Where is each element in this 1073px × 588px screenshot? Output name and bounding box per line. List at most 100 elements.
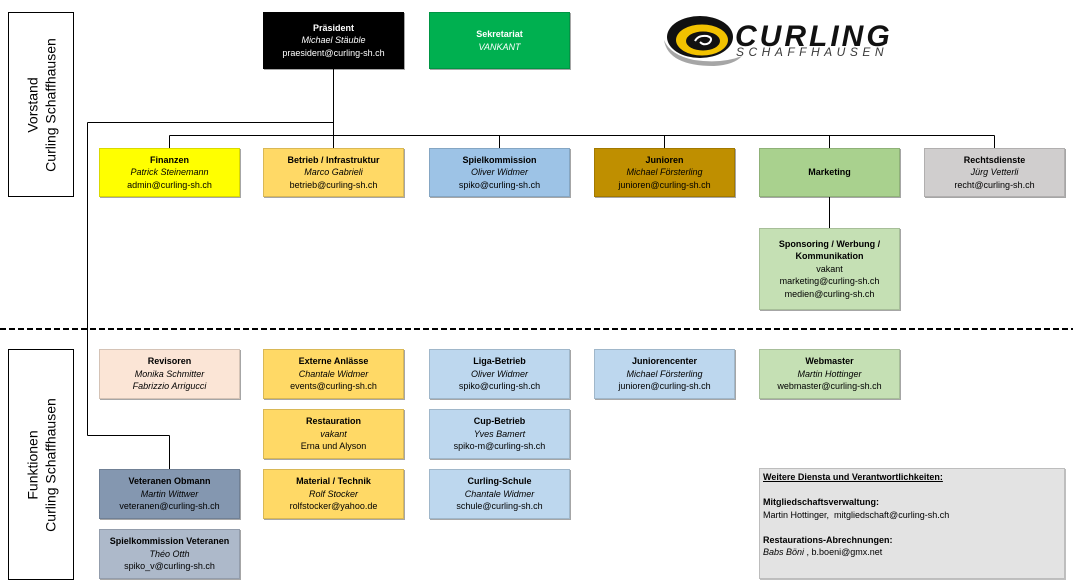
spielkommission-veteranen-title: Spielkommission Veteranen xyxy=(109,536,230,547)
juniorencenter-person: Michael Försterling xyxy=(626,368,703,379)
restaurations-abrechnungen-label: Restaurations-Abrechnungen: xyxy=(763,534,893,545)
liga-betrieb-email: spiko@curling-sh.ch xyxy=(458,381,541,392)
junioren-title: Junioren xyxy=(645,154,684,165)
juniorencenter-title: Juniorencenter xyxy=(631,356,698,367)
material-technik-person: Rolf Stocker xyxy=(308,488,359,499)
box-sekretariat: Sekretariat VANKANT xyxy=(429,12,570,69)
rechtsdienste-title: Rechtsdienste xyxy=(963,154,1026,165)
curling-schule-email: schule@curling-sh.ch xyxy=(456,501,543,512)
revisoren-person-1: Monika Schmitter xyxy=(134,368,205,379)
junioren-email: junioren@curling-sh.ch xyxy=(618,179,711,190)
material-technik-title: Material / Technik xyxy=(296,476,371,487)
logo-spiral xyxy=(694,34,713,46)
betrieb-person: Marco Gabrieli xyxy=(304,167,363,178)
cup-betrieb-person: Yves Bamert xyxy=(473,428,526,439)
box-liga-betrieb: Liga-Betrieb Oliver Widmer spiko@curling… xyxy=(429,349,570,399)
weitere-heading: Weitere Diensta und Verantwortlichkeiten… xyxy=(763,472,943,482)
box-spielkommission: Spielkommission Oliver Widmer spiko@curl… xyxy=(429,148,570,197)
webmaster-person: Martin Hottinger xyxy=(797,368,862,379)
sekretariat-title: Sekretariat xyxy=(476,29,523,39)
box-material-technik: Material / Technik Rolf Stocker rolfstoc… xyxy=(263,469,404,519)
box-externe-anlaesse: Externe Anlässe Chantale Widmer events@c… xyxy=(263,349,404,399)
finanzen-title: Finanzen xyxy=(149,154,189,165)
revisoren-title: Revisoren xyxy=(147,356,192,367)
spielkommission-title: Spielkommission xyxy=(462,154,537,165)
curling-schaffhausen-logo: CURLING SCHAFFHAUSEN xyxy=(662,10,902,72)
box-webmaster: Webmaster Martin Hottinger webmaster@cur… xyxy=(759,349,900,399)
restaurations-abrechnungen-value: Babs Böni , b.boeni@gmx.net xyxy=(763,546,1061,559)
veteranen-obmann-title: Veteranen Obmann xyxy=(128,476,211,487)
spielkommission-veteranen-person: Théo Otth xyxy=(149,548,190,559)
externe-anlaesse-title: Externe Anlässe xyxy=(298,356,369,367)
finanzen-person: Patrick Steinemann xyxy=(130,167,209,178)
junioren-person: Michael Försterling xyxy=(626,167,703,178)
spielkommission-email: spiko@curling-sh.ch xyxy=(458,179,541,190)
spacer xyxy=(763,484,1061,497)
logo-wordmark: CURLING xyxy=(735,19,893,53)
webmaster-title: Webmaster xyxy=(805,356,854,367)
curling-schule-title: Curling-Schule xyxy=(467,476,532,487)
box-veteranen-obmann: Veteranen Obmann Martin Wittwer veterane… xyxy=(99,469,240,519)
spielkommission-person: Oliver Widmer xyxy=(471,167,528,178)
box-rechtsdienste: Rechtsdienste Jürg Vetterli recht@curlin… xyxy=(924,148,1065,197)
box-spielkommission-veteranen: Spielkommission Veteranen Théo Otth spik… xyxy=(99,529,240,579)
praesident-title: Präsident xyxy=(312,22,354,33)
side-label-funktionen: Funktionen Curling Schaffhausen xyxy=(8,349,74,580)
externe-anlaesse-person: Chantale Widmer xyxy=(298,368,369,379)
praesident-person: Michael Stäuble xyxy=(301,35,366,46)
weitere-dienste-box: Weitere Diensta und Verantwortlichkeiten… xyxy=(759,468,1065,579)
marketing-title: Marketing xyxy=(808,167,851,178)
side-label-funktionen-text: Funktionen Curling Schaffhausen xyxy=(9,350,73,579)
box-marketing: Marketing xyxy=(759,148,900,197)
spacer xyxy=(763,521,1061,534)
box-cup-betrieb: Cup-Betrieb Yves Bamert spiko-m@curling-… xyxy=(429,409,570,459)
liga-betrieb-person: Oliver Widmer xyxy=(471,368,528,379)
curling-schule-person: Chantale Widmer xyxy=(464,488,535,499)
sponsoring-person: vakant xyxy=(816,263,843,274)
side-label-funktionen-line2: Curling Schaffhausen xyxy=(42,397,58,532)
box-restauration: Restauration vakant Erna und Alyson xyxy=(263,409,404,459)
curling-stone-icon xyxy=(664,16,742,66)
restauration-detail: Erna und Alyson xyxy=(300,441,367,452)
box-revisoren: Revisoren Monika Schmitter Fabrizzio Arr… xyxy=(99,349,240,399)
mitgliedschaft-value: Martin Hottinger, mitgliedschaft@curling… xyxy=(763,509,950,520)
revisoren-person-2: Fabrizzio Arrigucci xyxy=(132,381,207,392)
praesident-email: praesident@curling-sh.ch xyxy=(282,47,385,58)
restaurations-abrechnungen-person: Babs Böni xyxy=(763,547,805,557)
veteranen-obmann-email: veteranen@curling-sh.ch xyxy=(119,501,220,512)
betrieb-email: betrieb@curling-sh.ch xyxy=(289,179,378,190)
material-technik-email: rolfstocker@yahoo.de xyxy=(289,501,378,512)
box-sponsoring: Sponsoring / Werbung / Kommunikation vak… xyxy=(759,228,900,310)
side-label-vorstand-text: Vorstand Curling Schaffhausen xyxy=(9,13,73,196)
liga-betrieb-title: Liga-Betrieb xyxy=(473,356,526,367)
box-juniorencenter: Juniorencenter Michael Försterling junio… xyxy=(594,349,735,399)
webmaster-email: webmaster@curling-sh.ch xyxy=(777,381,882,392)
side-label-funktionen-line1: Funktionen xyxy=(24,429,40,500)
sponsoring-email-marketing: marketing@curling-sh.ch xyxy=(779,276,880,287)
juniorencenter-email: junioren@curling-sh.ch xyxy=(618,381,711,392)
sponsoring-title: Sponsoring / Werbung / Kommunikation xyxy=(778,238,881,262)
rechtsdienste-person: Jürg Vetterli xyxy=(970,167,1019,178)
finanzen-email: admin@curling-sh.ch xyxy=(127,179,212,190)
sekretariat-person: VANKANT xyxy=(478,41,521,52)
externe-anlaesse-email: events@curling-sh.ch xyxy=(290,381,377,392)
rechtsdienste-email: recht@curling-sh.ch xyxy=(954,179,1035,190)
box-praesident: Präsident Michael Stäuble praesident@cur… xyxy=(263,12,404,69)
mitgliedschaft-label: Mitgliedschaftsverwaltung: xyxy=(763,497,880,507)
side-label-vorstand: Vorstand Curling Schaffhausen xyxy=(8,12,74,197)
cup-betrieb-email: spiko-m@curling-sh.ch xyxy=(453,441,546,452)
box-junioren: Junioren Michael Försterling junioren@cu… xyxy=(594,148,735,197)
box-betrieb-infrastruktur: Betrieb / Infrastruktur Marco Gabrieli b… xyxy=(263,148,404,197)
side-label-vorstand-line2: Curling Schaffhausen xyxy=(42,37,58,172)
logo-inner-core xyxy=(686,31,720,51)
betrieb-title: Betrieb / Infrastruktur xyxy=(287,154,380,165)
sponsoring-email-medien: medien@curling-sh.ch xyxy=(784,288,875,299)
box-finanzen: Finanzen Patrick Steinemann admin@curlin… xyxy=(99,148,240,197)
restauration-title: Restauration xyxy=(305,416,361,427)
logo-swoosh xyxy=(664,40,742,66)
spielkommission-veteranen-email: spiko_v@curling-sh.ch xyxy=(124,561,215,572)
veteranen-obmann-person: Martin Wittwer xyxy=(140,488,199,499)
cup-betrieb-title: Cup-Betrieb xyxy=(473,416,526,427)
restauration-person: vakant xyxy=(320,428,347,439)
